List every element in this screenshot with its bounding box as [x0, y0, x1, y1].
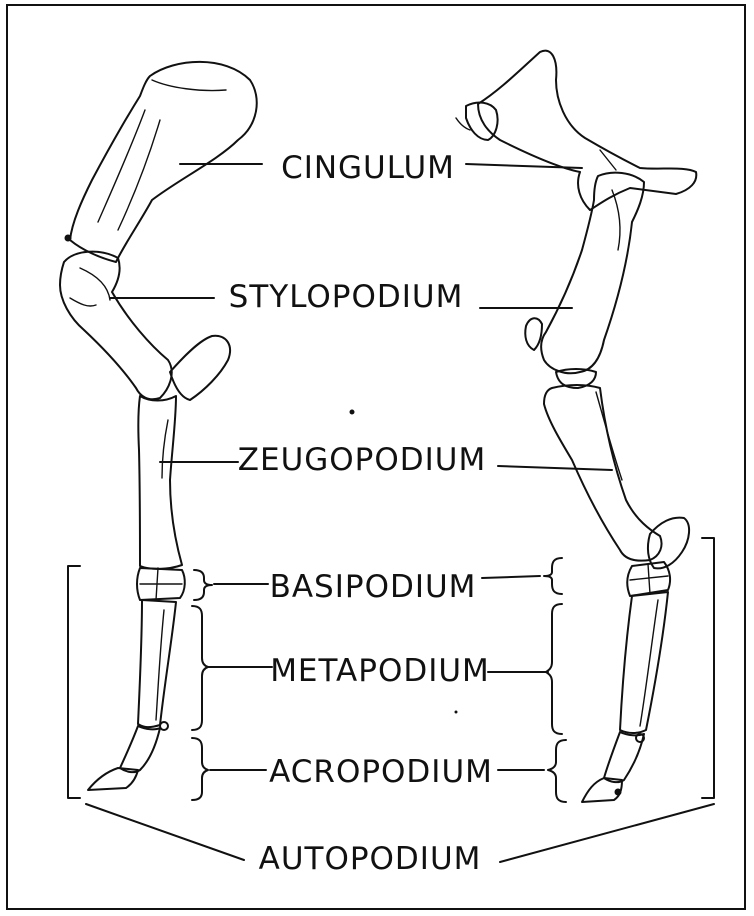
hindlimb-phalanges — [604, 732, 644, 782]
hindlimb-drawing — [456, 51, 696, 802]
label-autopodium: AUTOPODIUM — [259, 841, 482, 877]
forelimb-humerus — [60, 252, 172, 400]
right-autopodium-bracket — [702, 538, 714, 798]
label-stylopodium: STYLOPODIUM — [229, 279, 464, 315]
left-basipodium-brace — [194, 570, 212, 600]
forelimb-drawing — [60, 62, 257, 790]
label-zeugopodium: ZEUGOPODIUM — [238, 442, 486, 478]
left-autopodium-bracket — [68, 566, 80, 798]
label-cingulum: CINGULUM — [281, 150, 455, 186]
label-acropodium: ACROPODIUM — [269, 754, 493, 790]
left-metapodium-brace — [192, 606, 208, 730]
label-basipodium: BASIPODIUM — [270, 569, 477, 605]
left-acropodium-brace — [192, 738, 208, 800]
forelimb-phalanges — [120, 726, 160, 772]
label-metapodium: METAPODIUM — [270, 653, 490, 689]
right-metapodium-brace — [546, 604, 562, 734]
right-basipodium-brace — [544, 558, 562, 594]
forelimb-scapula — [70, 62, 257, 262]
hindlimb-metatarsal — [620, 592, 668, 733]
forelimb-radius-ulna — [138, 396, 182, 569]
hindlimb-femur — [541, 173, 644, 374]
right-acropodium-brace — [548, 740, 566, 802]
hindlimb-tibia — [544, 385, 662, 561]
hindlimb-pelvis — [478, 51, 696, 210]
